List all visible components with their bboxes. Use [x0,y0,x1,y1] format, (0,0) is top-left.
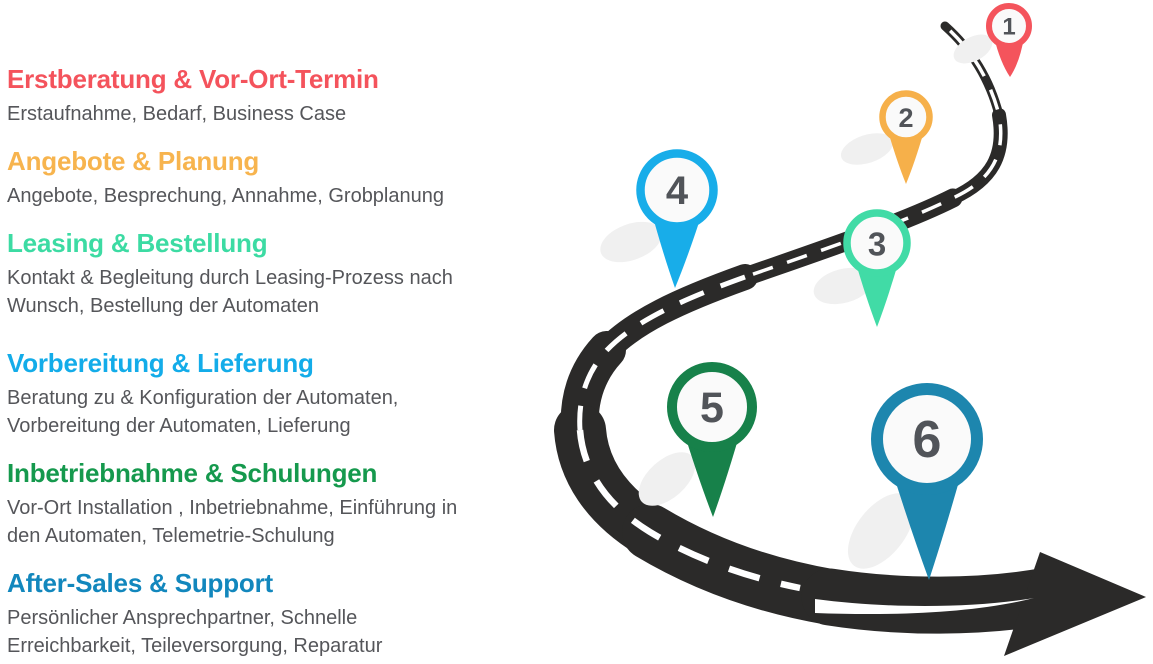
step-description-2: Angebote, Besprechung, Annahme, Grobplan… [7,185,444,207]
pin-shadow-cloud [638,452,696,506]
step-section-6: After-Sales & Support Persönlicher Anspr… [7,568,567,660]
road-dash-line [576,429,801,592]
pin-circle [879,90,933,144]
pin-tail [888,131,924,184]
pin-shadow-cloud [840,133,894,165]
step-description-5: Vor-Ort Installation , Inbetriebnahme, E… [7,497,458,547]
step-title-2: Angebote & Planung [7,146,260,176]
road-markings [576,24,1034,615]
pin-tail [683,429,741,517]
pin-6: 6 [847,383,983,580]
pin-shadow-cloud [813,267,873,305]
pin-1: 1 [953,3,1032,77]
road-segment [801,567,1077,634]
road-segment [594,264,758,363]
pin-number: 5 [700,384,724,432]
step-title-6: After-Sales & Support [7,568,273,598]
pin-circle [636,149,718,231]
step-title-3: Leasing & Bestellung [7,228,268,258]
step-section-5: Inbetriebnahme & Schulungen Vor-Ort Inst… [7,458,567,550]
pin-tail [651,210,703,288]
step-description-6: Persönlicher Ansprechpartner, Schnelle E… [7,607,383,657]
step-description-4: Beratung zu & Konfiguration der Automate… [7,387,399,437]
pin-shadow-cloud [847,493,915,569]
pin-tail [855,260,899,327]
pin-number: 3 [868,226,886,263]
steps-legend: Erstberatung & Vor-Ort-Termin Erstaufnah… [7,0,572,664]
road-segment [622,504,858,625]
pin-5: 5 [638,362,757,517]
pin-number: 6 [913,411,942,469]
road-arrowhead-icon [1004,552,1146,656]
pin-circle [871,383,983,495]
pin-number: 1 [1002,14,1015,41]
road-solid-line [815,598,1034,615]
step-title-5: Inbetriebnahme & Schulungen [7,458,378,488]
step-section-1: Erstberatung & Vor-Ort-Termin Erstaufnah… [7,64,567,128]
step-description-3: Kontakt & Begleitung durch Leasing-Proze… [7,267,453,317]
pin-shadow-cloud [600,221,662,263]
pin-circle [986,3,1032,49]
pin-shadow-cloud [953,34,993,64]
step-title-1: Erstberatung & Vor-Ort-Termin [7,64,379,94]
road-dash-line [744,24,1003,279]
road-segment [946,108,1008,205]
pin-2: 2 [840,90,933,184]
step-section-4: Vorbereitung & Lieferung Beratung zu & K… [7,348,567,440]
pin-circle [843,209,911,277]
step-description-1: Erstaufnahme, Bedarf, Business Case [7,103,347,125]
pin-4: 4 [600,149,718,288]
pin-tail [891,467,963,580]
pin-3: 3 [813,209,911,327]
step-title-4: Vorbereitung & Lieferung [7,348,314,378]
road-dash-line [577,274,746,431]
step-section-2: Angebote & Planung Angebote, Besprechung… [7,146,567,210]
pin-number: 4 [666,169,689,213]
pin-circle [667,362,757,452]
pin-number: 2 [898,103,913,133]
step-section-3: Leasing & Bestellung Kontakt & Begleitun… [7,228,567,320]
